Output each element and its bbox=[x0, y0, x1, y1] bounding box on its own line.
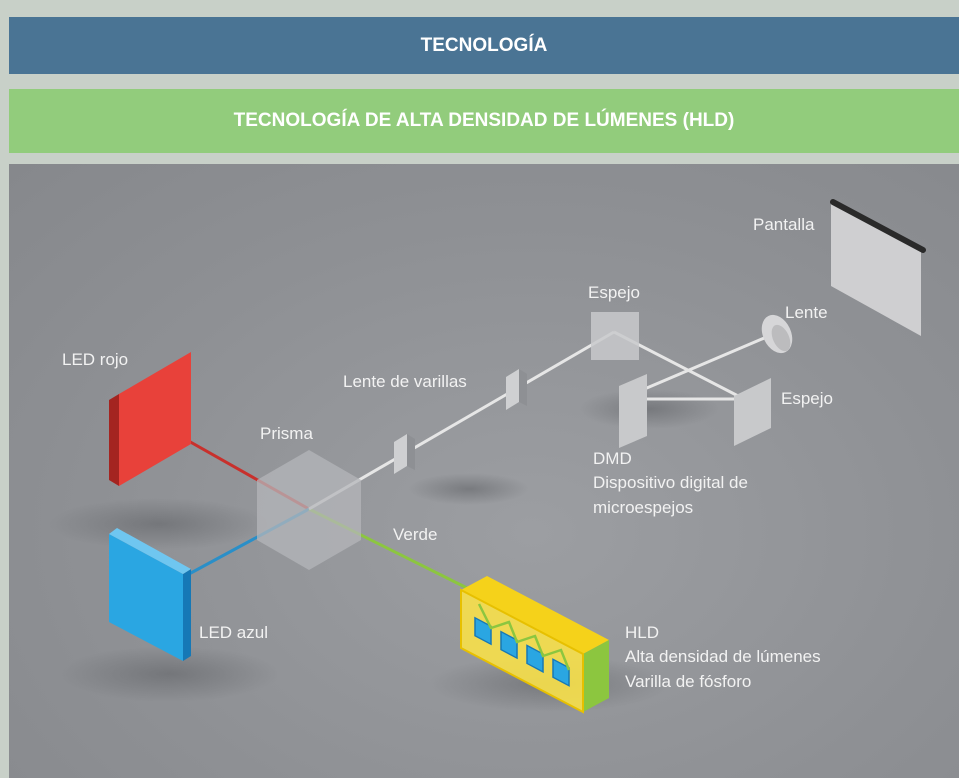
label-lente: Lente bbox=[785, 303, 828, 322]
label-verde: Verde bbox=[393, 525, 437, 544]
label-lente-varillas: Lente de varillas bbox=[343, 372, 467, 391]
red-led-side bbox=[109, 394, 119, 486]
label-dmd: DMD bbox=[593, 449, 632, 468]
prism bbox=[257, 450, 361, 570]
label-hld-desc-1: Alta densidad de lúmenes bbox=[625, 647, 821, 666]
hld-housing-outline bbox=[460, 588, 584, 714]
label-espejo-right: Espejo bbox=[781, 389, 833, 408]
dmd-shadow bbox=[579, 389, 719, 429]
hld-housing-end bbox=[583, 640, 609, 712]
hld-diagram-svg: Pantalla Espejo Lente LED rojo Lente de … bbox=[49, 199, 926, 714]
rod-lens-large bbox=[506, 369, 519, 410]
right-mirror bbox=[734, 378, 771, 446]
red-led-shadow bbox=[49, 498, 269, 550]
hld-led-array bbox=[474, 616, 570, 687]
screen bbox=[831, 202, 921, 336]
dmd bbox=[619, 374, 647, 448]
red-led-front bbox=[119, 352, 191, 486]
hld-led-cube bbox=[552, 658, 570, 687]
label-pantalla: Pantalla bbox=[753, 215, 815, 234]
hld-led-cube bbox=[526, 644, 544, 674]
section-title: TECNOLOGÍA DE ALTA DENSIDAD DE LÚMENES (… bbox=[233, 110, 735, 131]
blue-led-front bbox=[109, 534, 183, 661]
lens-rim bbox=[771, 324, 791, 352]
page-title: TECNOLOGÍA bbox=[420, 34, 548, 56]
label-led-azul: LED azul bbox=[199, 623, 268, 642]
rod-lens-shadow bbox=[409, 473, 529, 505]
label-dmd-desc-2: microespejos bbox=[593, 498, 693, 517]
hld-led-cube bbox=[474, 616, 492, 646]
label-led-rojo: LED rojo bbox=[62, 350, 128, 369]
page-title-bar: TECNOLOGÍA bbox=[9, 17, 959, 74]
hld-back-wall bbox=[461, 576, 609, 654]
hld-led-cube bbox=[500, 630, 518, 660]
label-hld-desc-2: Varilla de fósforo bbox=[625, 672, 751, 691]
hld-diagram: Pantalla Espejo Lente LED rojo Lente de … bbox=[9, 164, 959, 778]
label-espejo-top: Espejo bbox=[588, 283, 640, 302]
label-hld: HLD bbox=[625, 623, 659, 642]
white-beam-mirror-to-right bbox=[613, 330, 770, 401]
hld-housing-front bbox=[461, 590, 583, 712]
section-title-bar: TECNOLOGÍA DE ALTA DENSIDAD DE LÚMENES (… bbox=[9, 89, 959, 153]
top-mirror bbox=[591, 312, 639, 360]
rod-lens-small-side bbox=[407, 434, 415, 470]
screen-rod bbox=[830, 199, 926, 253]
label-prisma: Prisma bbox=[260, 424, 313, 443]
rod-lens-large-side bbox=[519, 369, 527, 406]
blue-led-shadow bbox=[59, 646, 279, 702]
hld-green-light bbox=[477, 603, 571, 671]
rod-lens-small bbox=[394, 434, 407, 474]
blue-led-side bbox=[183, 569, 191, 661]
blue-led-top bbox=[109, 528, 191, 574]
label-dmd-desc-1: Dispositivo digital de bbox=[593, 473, 748, 492]
